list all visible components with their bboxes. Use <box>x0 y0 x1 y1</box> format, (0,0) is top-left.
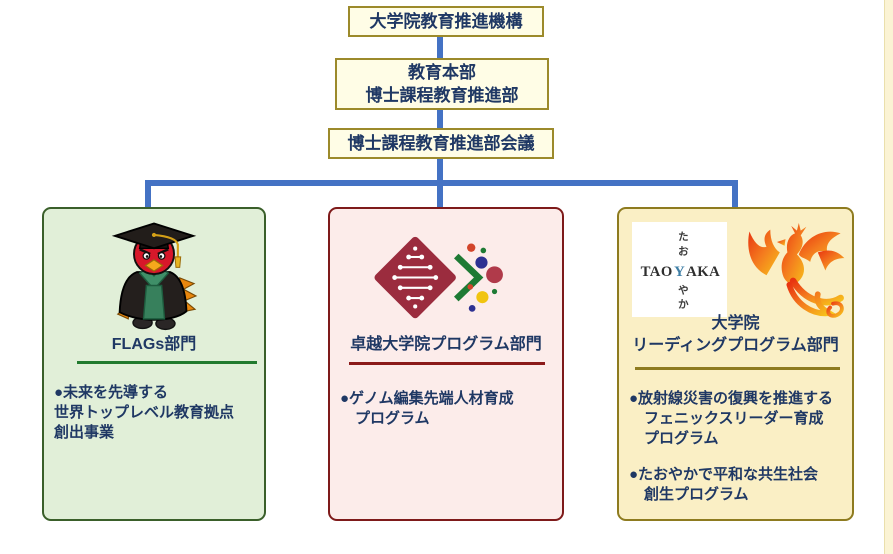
branch-leading-items: ●放射線災害の復興を推進する フェニックスリーダー育成 プログラム ●たおやかで… <box>629 389 846 521</box>
branch-flags-items: ●未来を先導する 世界トップレベル教育拠点 創出事業 <box>54 383 258 459</box>
list-item: ●たおやかで平和な共生社会 創生プログラム <box>629 466 819 503</box>
branch-flags: FLAGs部門 ●未来を先導する 世界トップレベル教育拠点 創出事業 <box>42 207 266 521</box>
list-item: ●ゲノム編集先端人材育成 プログラム <box>340 390 514 427</box>
cropped-edge-strip <box>884 0 893 554</box>
connector-vertical-right <box>732 180 738 207</box>
branch-leading-underline <box>635 367 840 370</box>
graduate-bird-mascot-icon <box>92 218 216 332</box>
connector-vertical-1 <box>437 37 443 58</box>
branch-excellence-title: 卓越大学院プログラム部門 <box>350 336 542 353</box>
branch-excellence-underline <box>349 362 545 365</box>
node-education-headquarters: 教育本部 博士課程教育推進部 <box>335 58 549 110</box>
phoenix-logo-icon <box>738 219 852 321</box>
branch-leading-program: TAO Y AKA た お や か <box>617 207 854 521</box>
branch-excellence-program: 卓越大学院プログラム部門 ●ゲノム編集先端人材育成 プログラム <box>328 207 564 521</box>
svg-text:TAO: TAO <box>641 264 673 280</box>
taoyaka-logo-icon: TAO Y AKA た お や か <box>632 222 727 317</box>
branch-excellence-items: ●ゲノム編集先端人材育成 プログラム <box>340 389 556 445</box>
list-item: ●未来を先導する 世界トップレベル教育拠点 創出事業 <box>54 384 235 441</box>
svg-text:や: や <box>678 284 688 296</box>
branch-leading-title: 大学院 リーディングプログラム部門 <box>632 315 839 354</box>
node-organization: 大学院教育推進機構 <box>348 6 544 37</box>
list-item: ●放射線災害の復興を推進する フェニックスリーダー育成 プログラム <box>629 390 834 447</box>
connector-vertical-2 <box>437 110 443 128</box>
svg-text:た: た <box>678 231 688 243</box>
connector-vertical-left <box>145 180 151 207</box>
svg-text:AKA: AKA <box>686 264 720 280</box>
dna-diamond-chevron-logo-icon <box>364 229 528 327</box>
node-doctoral-council: 博士課程教育推進部会議 <box>328 128 554 159</box>
svg-text:お: お <box>678 245 689 257</box>
svg-text:か: か <box>678 299 689 311</box>
svg-text:Y: Y <box>674 264 685 280</box>
branch-flags-underline <box>77 361 257 364</box>
connector-horizontal <box>145 180 738 186</box>
branch-flags-title: FLAGs部門 <box>111 336 197 353</box>
